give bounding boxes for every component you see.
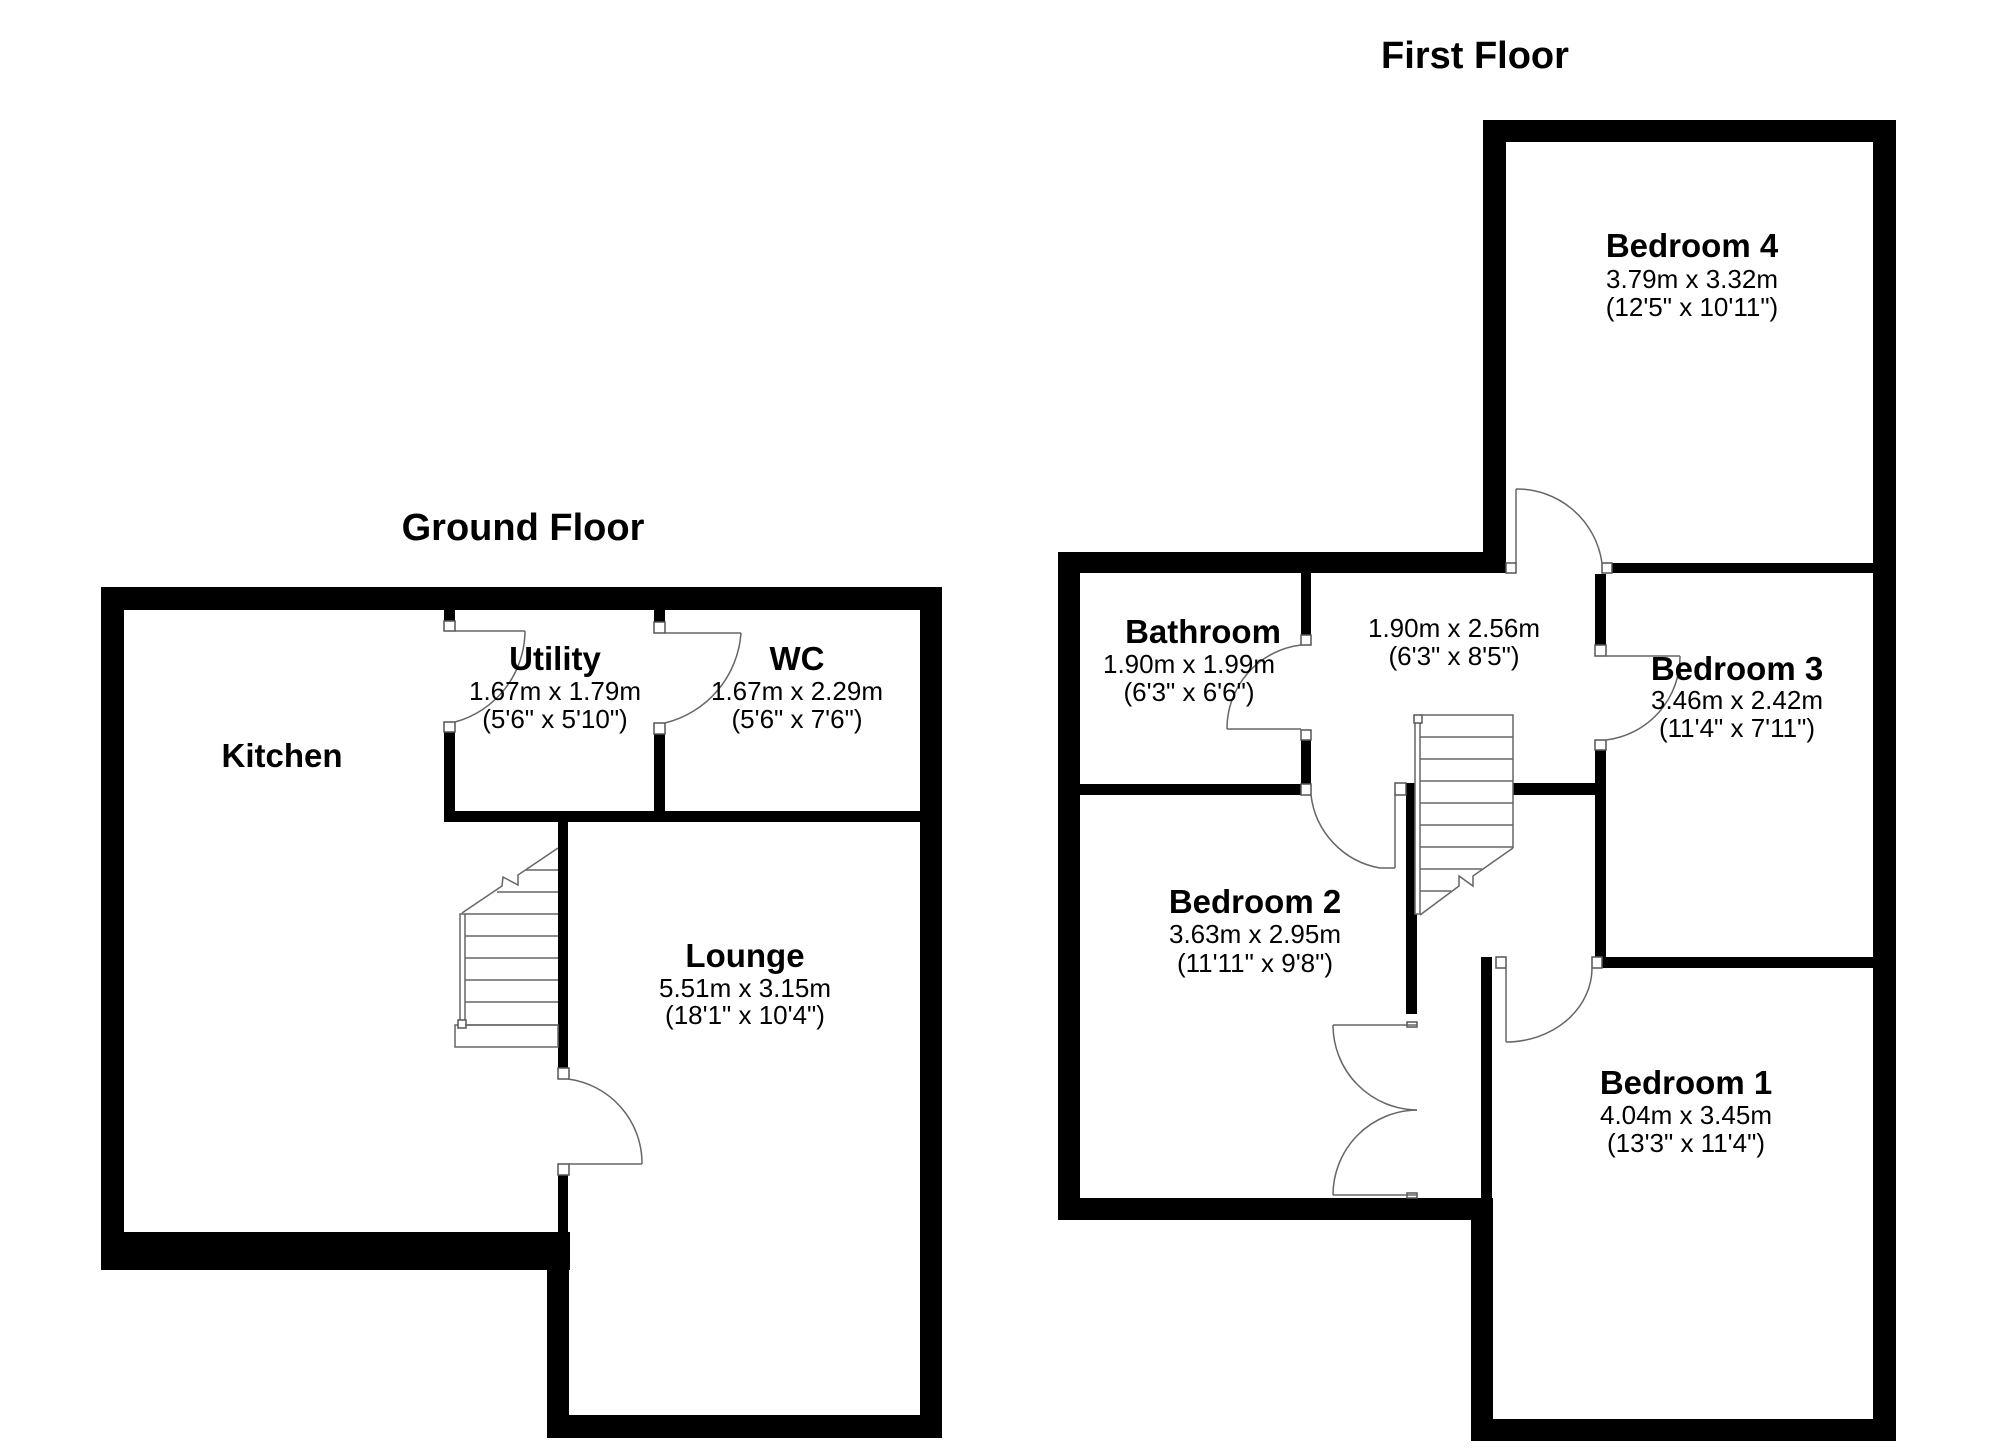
room-lounge: Lounge 5.51m x 3.15m (18'1" x 10'4") <box>659 937 831 1030</box>
wall <box>1058 1198 1492 1220</box>
room-dimensions-imperial: (12'5" x 10'11") <box>1606 292 1778 322</box>
room-dimensions-metric: 3.46m x 2.42m <box>1651 685 1823 715</box>
bedroom1-door <box>1495 956 1603 1043</box>
wall <box>101 587 942 610</box>
room-bedroom-2: Bedroom 2 3.63m x 2.95m (11'11" x 9'8") <box>1169 883 1341 978</box>
lounge-door <box>557 1067 643 1176</box>
room-dimensions-metric: 1.90m x 1.99m <box>1103 649 1275 679</box>
wall <box>1080 784 1301 795</box>
wall <box>1301 740 1311 784</box>
wall <box>1406 783 1417 1014</box>
bedroom2-door <box>1300 782 1407 869</box>
room-name: Kitchen <box>221 737 342 774</box>
room-landing: 1.90m x 2.56m (6'3" x 8'5") <box>1368 613 1540 671</box>
wall <box>1483 120 1896 142</box>
room-dimensions-imperial: (11'11" x 9'8") <box>1177 948 1333 978</box>
wall <box>1471 1198 1493 1441</box>
room-dimensions-imperial: (11'4" x 7'11") <box>1659 713 1815 743</box>
wall <box>101 587 124 1270</box>
wall <box>558 1175 568 1235</box>
wall <box>1301 573 1311 635</box>
first-floor: First Floor <box>1058 35 1896 1441</box>
room-dimensions-metric: 4.04m x 3.45m <box>1600 1100 1772 1130</box>
wall <box>1058 552 1080 1220</box>
wall <box>920 587 942 1438</box>
wall <box>1471 1419 1896 1441</box>
wc-door <box>653 621 742 735</box>
bedroom2-double-doors <box>1332 1021 1418 1199</box>
ground-floor-walls <box>101 587 942 1438</box>
room-name: Bathroom <box>1125 613 1281 650</box>
room-dimensions-metric: 1.90m x 2.56m <box>1368 613 1540 643</box>
wall <box>1612 563 1874 573</box>
room-dimensions-metric: 3.79m x 3.32m <box>1606 264 1778 294</box>
room-utility: Utility 1.67m x 1.79m (5'6" x 5'10") <box>469 640 641 734</box>
room-dimensions-imperial: (5'6" x 7'6") <box>732 704 863 734</box>
room-dimensions-imperial: (5'6" x 5'10") <box>482 704 627 734</box>
room-wc: WC 1.67m x 2.29m (5'6" x 7'6") <box>711 640 883 734</box>
room-name: Bedroom 3 <box>1651 650 1823 687</box>
room-dimensions-metric: 1.67m x 1.79m <box>469 676 641 706</box>
room-dimensions-imperial: (13'3" x 11'4") <box>1607 1128 1765 1158</box>
wall <box>1602 957 1874 968</box>
bedroom4-door <box>1505 488 1613 574</box>
room-name: Utility <box>509 640 601 677</box>
first-floor-walls <box>1058 120 1896 1441</box>
wall <box>1873 120 1896 1441</box>
room-dimensions-imperial: (18'1" x 10'4") <box>665 1000 825 1030</box>
room-name: Lounge <box>685 937 804 974</box>
wall <box>101 1232 570 1270</box>
room-kitchen: Kitchen <box>221 737 342 774</box>
ground-floor-stairs <box>454 847 559 1048</box>
wall <box>444 732 455 812</box>
wall <box>654 733 665 813</box>
wall <box>547 1415 942 1438</box>
wall <box>1513 783 1595 795</box>
ground-floor-title: Ground Floor <box>402 507 645 549</box>
room-dimensions-metric: 3.63m x 2.95m <box>1169 919 1341 949</box>
wall <box>654 610 665 631</box>
ground-floor: Ground Floor <box>101 507 942 1438</box>
wall <box>444 811 942 822</box>
room-bathroom: Bathroom 1.90m x 1.99m (6'3" x 6'6") <box>1103 613 1281 707</box>
room-name: WC <box>770 640 825 677</box>
first-floor-title: First Floor <box>1381 35 1569 77</box>
wall <box>558 822 568 1068</box>
wall <box>1595 574 1606 645</box>
room-dimensions-imperial: (6'3" x 6'6") <box>1124 677 1255 707</box>
wall <box>1058 552 1506 573</box>
wall <box>547 1232 569 1438</box>
wall <box>1595 750 1606 957</box>
room-bedroom-3: Bedroom 3 3.46m x 2.42m (11'4" x 7'11") <box>1651 650 1823 743</box>
first-floor-stairs <box>1413 714 1514 916</box>
room-name: Bedroom 2 <box>1169 883 1341 920</box>
room-bedroom-1: Bedroom 1 4.04m x 3.45m (13'3" x 11'4") <box>1600 1064 1772 1158</box>
utility-door <box>443 620 526 733</box>
bedroom3-door <box>1594 644 1681 751</box>
room-name: Bedroom 1 <box>1600 1064 1772 1101</box>
wall <box>1481 957 1492 1220</box>
room-dimensions-metric: 5.51m x 3.15m <box>659 973 831 1003</box>
room-dimensions-imperial: (6'3" x 8'5") <box>1389 641 1520 671</box>
room-bedroom-4: Bedroom 4 3.79m x 3.32m (12'5" x 10'11") <box>1606 227 1779 322</box>
room-dimensions-metric: 1.67m x 2.29m <box>711 676 883 706</box>
wall <box>1483 120 1506 573</box>
bathroom-door <box>1226 634 1312 741</box>
room-name: Bedroom 4 <box>1606 227 1779 264</box>
